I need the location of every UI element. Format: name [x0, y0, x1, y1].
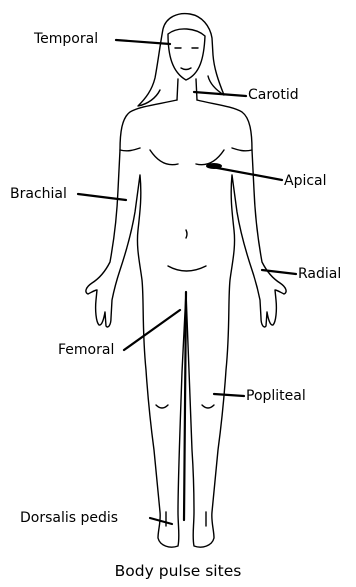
label-femoral: Femoral [58, 342, 114, 358]
label-carotid: Carotid [248, 87, 299, 103]
popliteal-leader [214, 394, 244, 396]
navel [186, 230, 187, 238]
label-temporal: Temporal [34, 31, 98, 47]
neck [177, 79, 197, 100]
leader-lines [78, 40, 296, 524]
dorsalis-pedis-leader [150, 518, 172, 524]
knee-right [202, 405, 214, 408]
right-sleeve-edge [232, 148, 252, 151]
temporal-leader [116, 40, 170, 44]
apical-marker [206, 163, 222, 169]
left-sleeve-edge [120, 148, 140, 151]
label-radial: Radial [298, 266, 341, 282]
mouth [181, 68, 191, 70]
label-popliteal: Popliteal [246, 388, 306, 404]
apical-leader [212, 167, 282, 180]
radial-leader [262, 270, 296, 274]
label-brachial: Brachial [10, 186, 67, 202]
hair-outline [138, 14, 224, 106]
femoral-leader [124, 310, 180, 350]
knee-left [156, 405, 168, 408]
brachial-leader [78, 194, 126, 200]
waist-detail [168, 266, 206, 271]
face-outline [168, 29, 205, 80]
figure-caption: Body pulse sites [0, 562, 356, 580]
label-dorsalis-pedis: Dorsalis pedis [20, 510, 118, 526]
chest-detail [150, 150, 224, 165]
label-apical: Apical [284, 173, 327, 189]
